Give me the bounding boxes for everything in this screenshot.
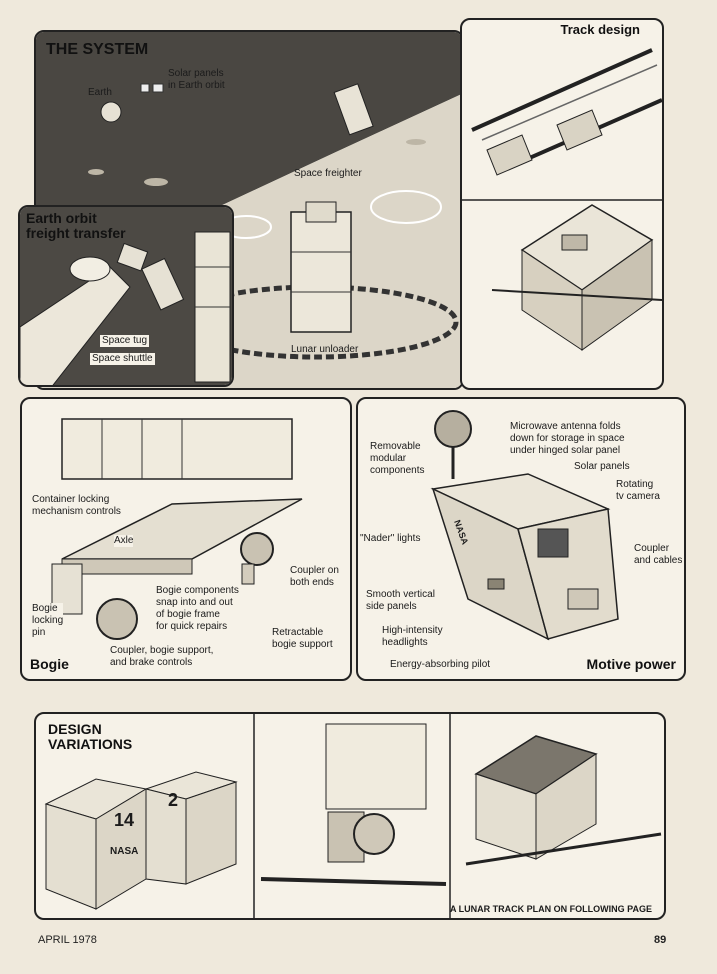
page-number: 89 [654, 934, 666, 946]
system-title: THE SYSTEM [46, 42, 148, 59]
microwave-antenna-label: Microwave antenna folds down for storage… [510, 421, 625, 457]
lunar-unloader-label: Lunar unloader [291, 344, 358, 356]
bogie-components-label: Bogie components snap into and out of bo… [156, 585, 239, 633]
axle-label: Axle [114, 535, 133, 547]
container-locking-label: Container locking mechanism controls [32, 494, 121, 518]
headlights-label: High-intensity headlights [382, 625, 443, 649]
track-panel: Track design [460, 18, 664, 390]
space-tug-label: Space tug [100, 335, 149, 347]
pilot-label: Energy-absorbing pilot [390, 659, 490, 671]
footer-date: APRIL 1978 [38, 934, 97, 946]
bogie-panel: Container locking mechanism controls Axl… [20, 397, 352, 681]
orbit-title: Earth orbit freight transfer [26, 211, 126, 240]
track-plan-caption: A LUNAR TRACK PLAN ON FOLLOWING PAGE [450, 904, 652, 915]
earth-label: Earth [88, 87, 112, 99]
car-number-14: 14 [114, 810, 134, 832]
track-title: Track design [561, 23, 640, 37]
retractable-support-label: Retractable bogie support [272, 627, 333, 651]
solar-panels-label: Solar panels [574, 461, 630, 473]
rotating-camera-label: Rotating tv camera [616, 479, 660, 503]
motive-panel: NASA Microwave antenna folds down for st… [356, 397, 686, 681]
coupler-both-ends-label: Coupler on both ends [290, 565, 339, 589]
car-number-2: 2 [168, 790, 178, 812]
space-shuttle-label: Space shuttle [90, 353, 155, 365]
removable-components-label: Removable modular components [370, 441, 424, 477]
locking-pin-label: Bogie locking pin [32, 603, 63, 639]
variations-panel: DESIGN VARIATIONS 14 2 NASA A LUNAR TRAC… [34, 712, 666, 920]
bogie-title: Bogie [30, 657, 69, 672]
nader-lights-label: "Nader" lights [360, 533, 420, 545]
space-freighter-label: Space freighter [294, 168, 362, 180]
smooth-panels-label: Smooth vertical side panels [366, 589, 435, 613]
coupler-brake-label: Coupler, bogie support, and brake contro… [110, 645, 213, 669]
solar-panels-orbit-label: Solar panels in Earth orbit [168, 68, 225, 92]
motive-title: Motive power [587, 657, 676, 672]
variations-nasa-mark: NASA [110, 846, 138, 858]
orbit-panel: Earth orbit freight transfer Space tug S… [18, 205, 234, 387]
coupler-cables-label: Coupler and cables [634, 543, 682, 567]
variations-title: DESIGN VARIATIONS [48, 722, 132, 751]
track-illustration [462, 20, 664, 390]
